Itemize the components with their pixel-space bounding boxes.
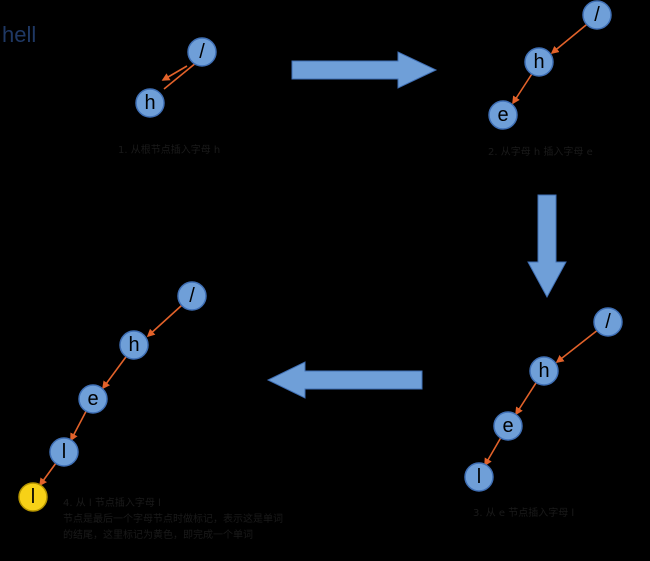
panel-4-caption-line-3: 的结尾，这里标记为黄色，即完成一个单词: [63, 528, 253, 541]
node-root: /: [177, 281, 207, 311]
panel-3: / h e l 3. 从 e 节点插入字母 l: [464, 307, 623, 519]
svg-text:e: e: [502, 415, 513, 437]
node-l-end-marked: l: [18, 482, 48, 512]
node-root: /: [187, 37, 217, 67]
panel-1-caption: 1. 从根节点插入字母 h: [118, 143, 220, 156]
node-root: /: [593, 307, 623, 337]
node-root: /: [582, 0, 612, 30]
edge-root-h: [161, 65, 188, 81]
panel-2: / h e 2. 从字母 h 插入字母 e: [488, 0, 612, 158]
node-e: e: [493, 411, 523, 441]
svg-text:/: /: [594, 4, 600, 26]
node-e: e: [78, 384, 108, 414]
svg-text:h: h: [538, 360, 549, 382]
svg-text:l: l: [62, 441, 66, 463]
svg-text:/: /: [189, 285, 195, 307]
panel-2-caption: 2. 从字母 h 插入字母 e: [488, 145, 593, 158]
svg-text:/: /: [199, 41, 205, 63]
node-h: h: [135, 88, 165, 118]
svg-text:e: e: [497, 104, 508, 126]
panel-3-caption: 3. 从 e 节点插入字母 l: [473, 506, 574, 519]
node-h: h: [119, 330, 149, 360]
svg-text:h: h: [144, 92, 155, 114]
node-h: h: [529, 356, 559, 386]
arrow-down-shape: [527, 194, 567, 299]
node-h: h: [524, 47, 554, 77]
word-title: hell: [2, 22, 37, 47]
arrow-right-shape: [291, 51, 438, 89]
node-e: e: [488, 100, 518, 130]
panel-4-caption-line-1: 4. 从 l 节点插入字母 l: [63, 496, 161, 509]
panel-4-caption-line-2: 节点是最后一个字母节点时做标记，表示这是单词: [63, 512, 283, 525]
svg-text:/: /: [605, 311, 611, 333]
arrow-left-shape: [266, 361, 423, 399]
node-l: l: [49, 437, 79, 467]
node-l: l: [464, 462, 494, 492]
panel-1: / h 1. 从根节点插入字母 h: [118, 37, 220, 156]
svg-text:e: e: [87, 388, 98, 410]
svg-text:l: l: [477, 466, 481, 488]
svg-text:l: l: [31, 486, 35, 508]
panel-4: / h e l l 4. 从 l 节点插入字母 l 节点是最后一个字母节点时做标…: [18, 281, 283, 541]
svg-text:h: h: [533, 51, 544, 73]
svg-text:h: h: [128, 334, 139, 356]
